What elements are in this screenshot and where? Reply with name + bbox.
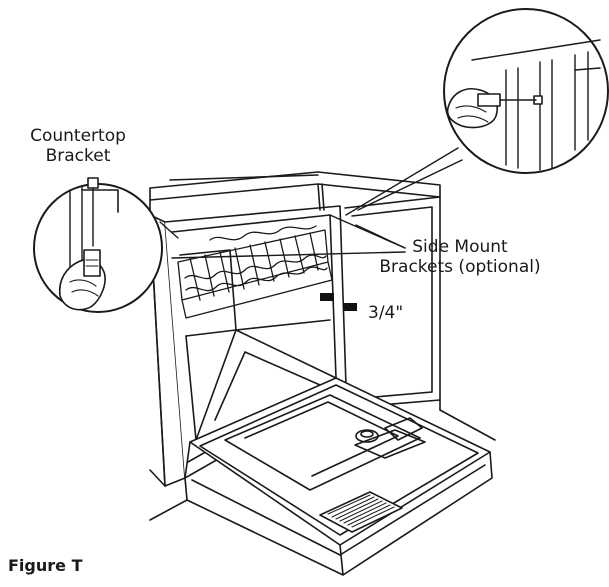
side-mount-bracket-detail-circle bbox=[443, 8, 609, 174]
countertop-bracket-label: Countertop Bracket bbox=[26, 126, 130, 166]
countertop-bracket-label-line2: Bracket bbox=[45, 146, 111, 166]
countertop-bracket-detail-circle bbox=[33, 177, 163, 313]
right-cabinet bbox=[344, 196, 441, 411]
countertop-bracket-line bbox=[169, 174, 325, 211]
leader-lines bbox=[159, 147, 463, 259]
gap-dimension-label: 3/4" bbox=[368, 303, 404, 323]
upper-rack bbox=[177, 225, 333, 319]
countertop-bracket-label-line1: Countertop bbox=[30, 126, 126, 146]
figure-caption: Figure T bbox=[8, 556, 83, 575]
side-mount-brackets-label-line2: Brackets (optional) bbox=[379, 257, 541, 277]
side-mount-brackets-label: Side Mount Brackets (optional) bbox=[370, 237, 550, 277]
floor-line bbox=[149, 409, 496, 521]
dishwasher-door bbox=[184, 377, 493, 576]
side-mount-brackets-label-line1: Side Mount bbox=[412, 237, 508, 257]
side-mount-bracket-markers bbox=[320, 293, 357, 311]
